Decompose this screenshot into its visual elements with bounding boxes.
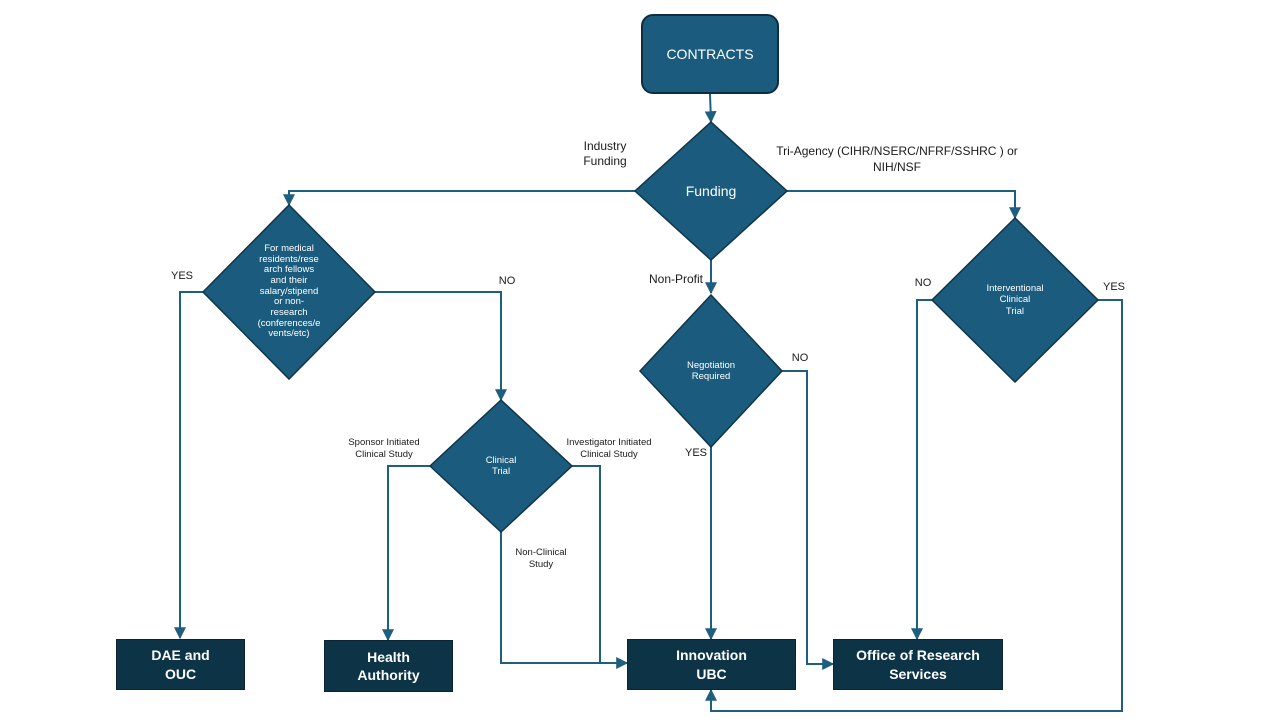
interventional-no-label: NO <box>914 277 932 289</box>
negotiation-no-label: NO <box>791 352 809 364</box>
nonprofit-label: Non-Profit <box>648 272 704 286</box>
connector-industry <box>283 190 636 207</box>
sponsor-label: Sponsor Initiated Clinical Study <box>348 437 420 460</box>
funding-label: Funding <box>685 182 737 199</box>
connector-negotiation-no <box>781 370 835 670</box>
ors-label: Office of Research Services <box>856 647 980 682</box>
interventional-diamond <box>930 216 1100 384</box>
triagency-label: Tri-Agency (CIHR/NSERC/NFRF/SSHRC ) or N… <box>776 144 1018 175</box>
industry-funding-label: Industry Funding <box>583 139 627 168</box>
negotiation-diamond <box>638 293 784 449</box>
innovation-ubc-label: Innovation UBC <box>676 647 747 682</box>
clinical-label: Clinical Trial <box>485 454 517 477</box>
connector-nonclinical <box>500 532 600 664</box>
health-authority-label: Health Authority <box>357 648 420 683</box>
office-of-research-services-box: Office of Research Services <box>833 639 1003 690</box>
health-authority-box: Health Authority <box>324 640 453 692</box>
connector-contracts-funding <box>704 93 717 124</box>
connector-interventional-no <box>911 299 932 641</box>
dae-ouc-box: DAE and OUC <box>116 639 245 690</box>
negotiation-yes-label: YES <box>684 447 707 459</box>
nonclinical-label: Non-Clinical Study <box>515 547 567 570</box>
connector-triagency <box>786 190 1021 220</box>
investigator-label: Investigator Initiated Clinical Study <box>566 437 652 460</box>
medical-label: For medical residents/rese arch fellows … <box>257 243 321 340</box>
interventional-yes-label: YES <box>1102 281 1125 293</box>
negotiation-label: Negotiation Required <box>686 359 736 382</box>
interventional-label: Interventional Clinical Trial <box>986 282 1044 317</box>
connector-medical-no <box>374 291 507 402</box>
funding-diamond <box>633 120 789 262</box>
connector-interventional-yes <box>705 299 1123 712</box>
medical-diamond <box>201 203 377 381</box>
connector-medical-yes <box>174 291 204 640</box>
connector-investigator <box>571 465 629 669</box>
contracts-label: CONTRACTS <box>666 46 754 62</box>
clinical-diamond <box>428 398 574 534</box>
connector-sponsor <box>382 465 430 642</box>
dae-ouc-label: DAE and OUC <box>151 647 210 682</box>
medical-no-label: NO <box>498 275 516 287</box>
innovation-ubc-box: Innovation UBC <box>627 639 796 690</box>
medical-yes-label: YES <box>170 270 193 282</box>
contracts-start-node: CONTRACTS <box>641 14 779 94</box>
